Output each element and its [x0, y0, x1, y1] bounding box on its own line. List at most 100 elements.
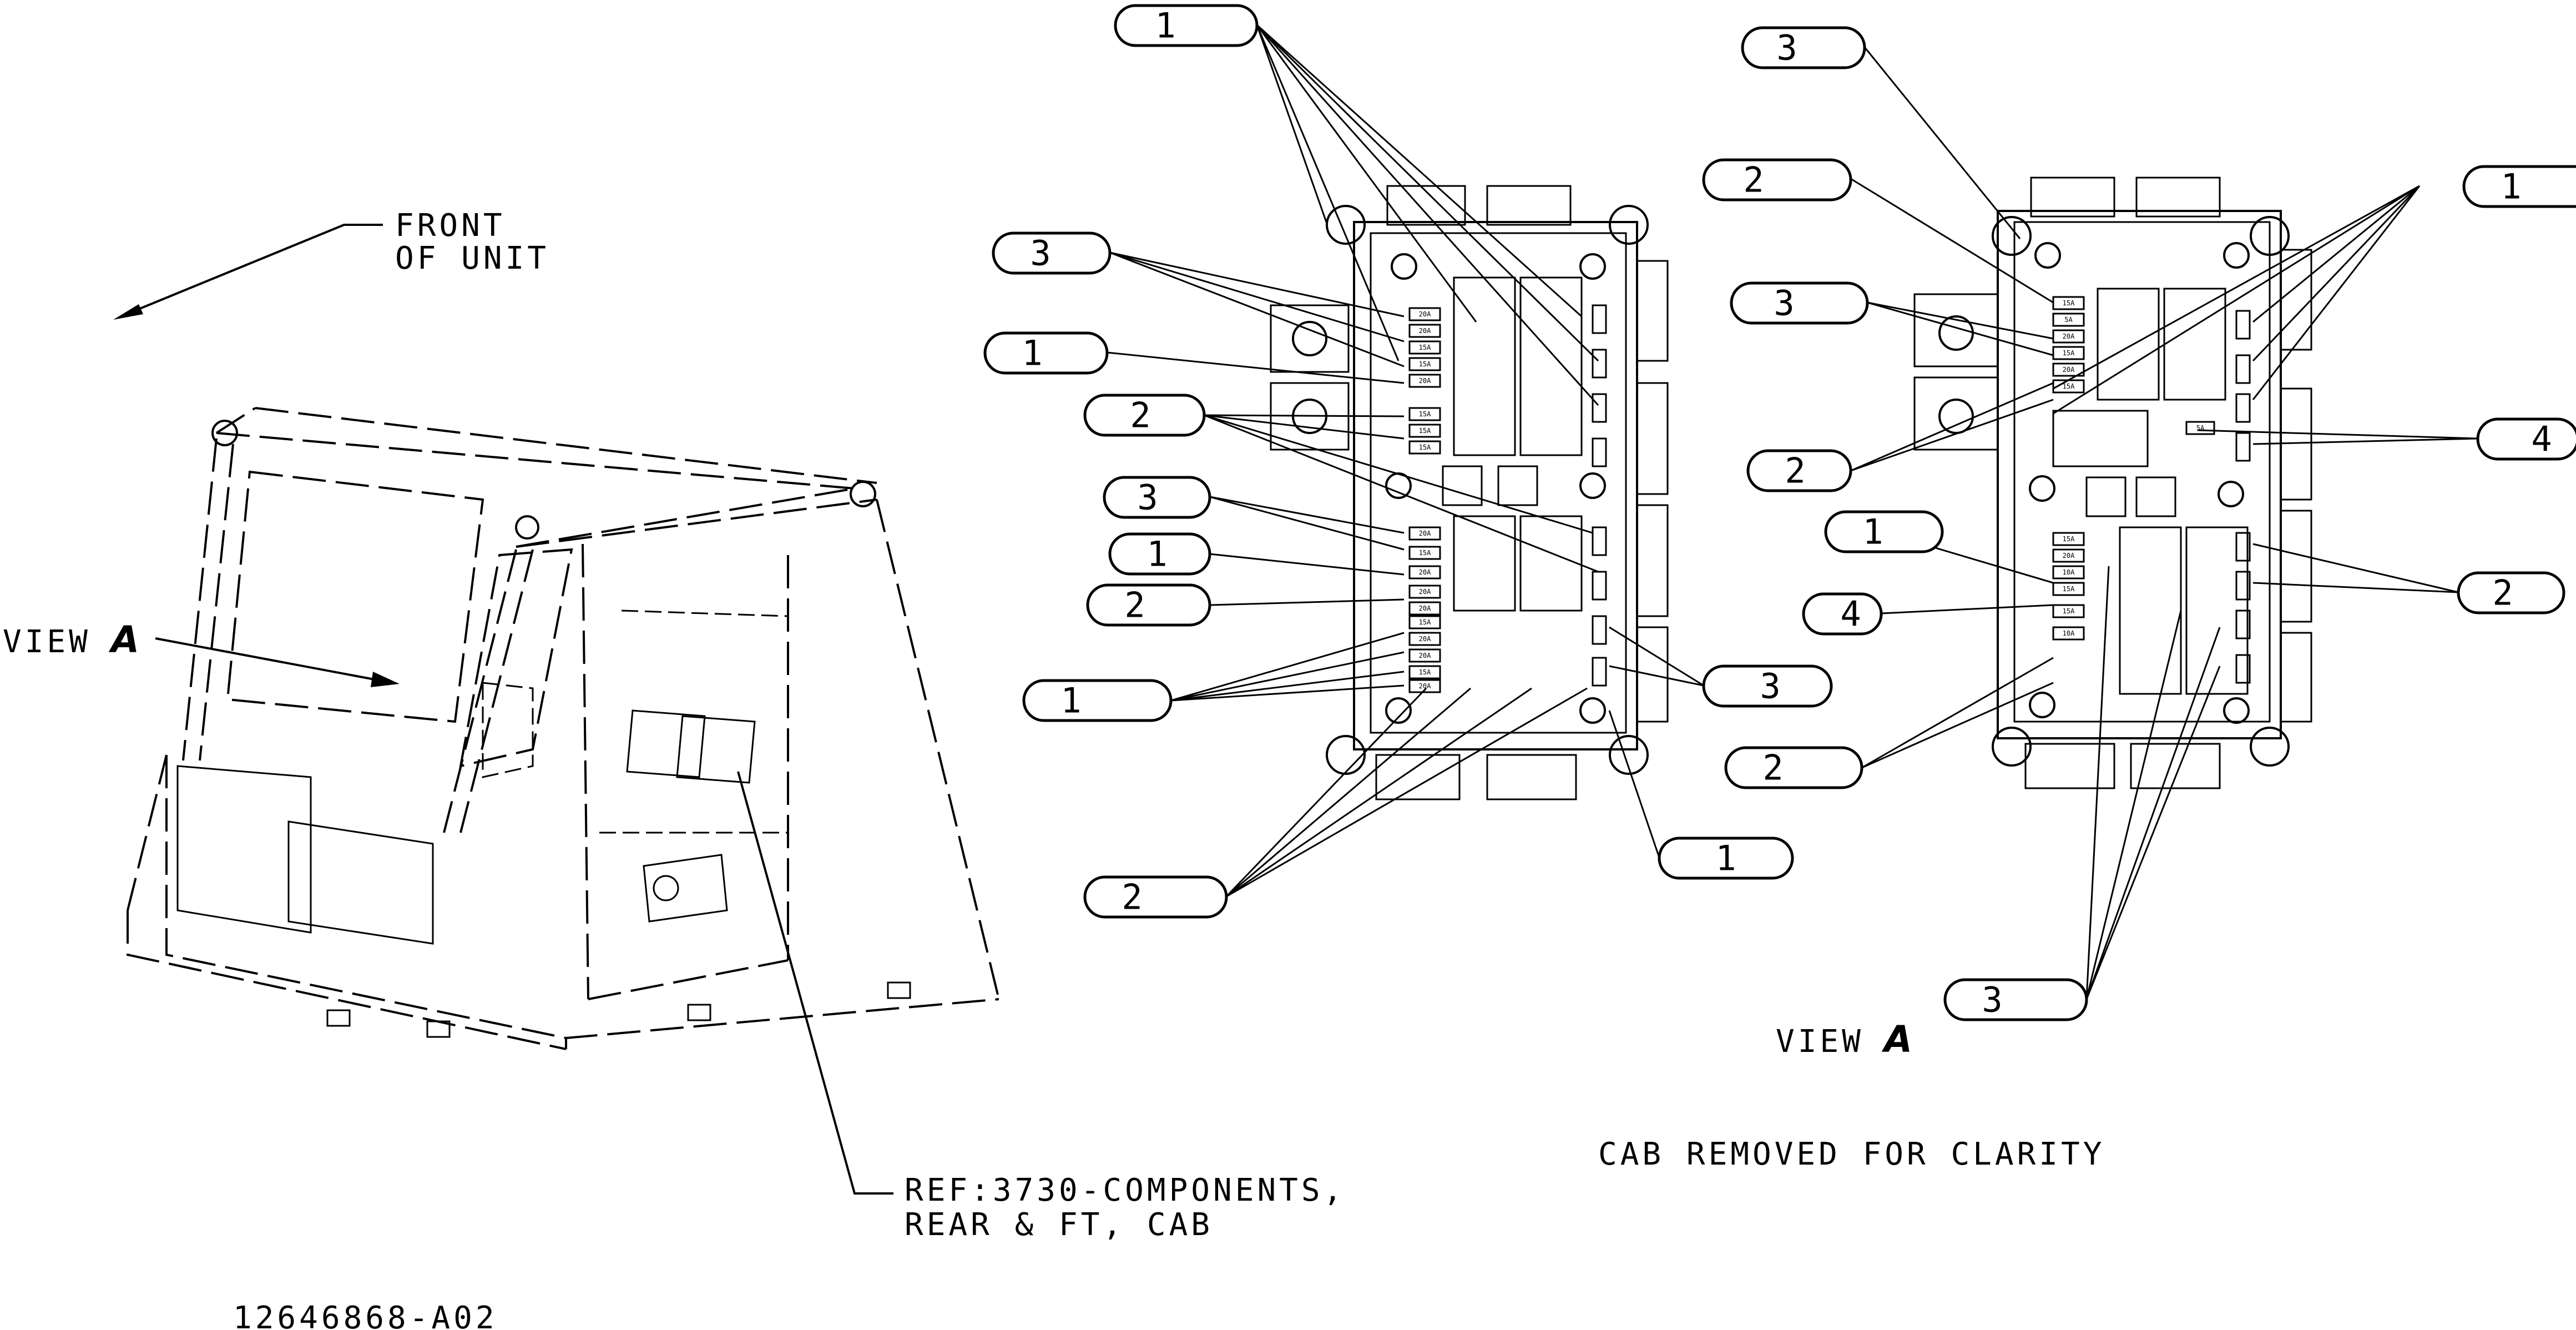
cab-isometric-drawing	[127, 407, 1000, 1050]
callout-balloon	[1802, 592, 1883, 636]
mount-lug-top-right	[1609, 205, 1649, 245]
circuit-breaker-3	[1913, 293, 1999, 367]
seat-back	[482, 682, 534, 778]
callout-balloon	[1730, 281, 1869, 325]
view-a-indicator-left: VIEW A	[3, 618, 400, 687]
fuse	[1408, 585, 1441, 599]
right-lift-eye	[850, 481, 876, 507]
callout-number: 3	[1982, 980, 2002, 1020]
top-connector-2	[1486, 185, 1572, 226]
callout-number: 3	[1776, 28, 1797, 68]
callout-number: 2	[1122, 877, 1142, 918]
hvac-components	[287, 820, 434, 945]
cab-floor-outline	[165, 755, 999, 1040]
fuse-rating: 15A	[2063, 299, 2075, 307]
callout-number: 1	[1155, 6, 1175, 46]
fuse	[2052, 329, 2085, 344]
callout-balloon	[1083, 875, 1228, 919]
fuse	[2052, 548, 2085, 563]
fuse-rating: 10A	[2063, 568, 2075, 576]
side-fuse	[2235, 532, 2251, 562]
fuse-rating: 5A	[2064, 316, 2073, 324]
callout-number: 4	[1840, 594, 1861, 634]
side-fuse	[2235, 310, 2251, 340]
left-panel-body	[1353, 221, 1638, 750]
fuse	[2052, 582, 2085, 596]
callout-balloon	[1943, 978, 2088, 1021]
fuse	[2052, 313, 2085, 327]
view-a-leader	[155, 637, 378, 681]
joystick-mount	[643, 854, 728, 923]
front-of-unit-label-line2: OF UNIT	[395, 240, 549, 276]
right-panel-callouts: 3 2 1 3 4 2 1 4 2 2 3	[1702, 26, 2576, 1021]
fuse-rating: 20A	[1419, 568, 1431, 576]
fuse	[1408, 546, 1441, 560]
fuse	[1408, 407, 1441, 421]
side-fuse	[1592, 393, 1607, 423]
circuit-breaker-1	[1270, 304, 1350, 373]
fuse-rating: 15A	[1419, 410, 1431, 418]
side-fuse	[2235, 654, 2251, 684]
callout-number: 2	[1743, 160, 1764, 200]
callout-balloon	[992, 231, 1112, 275]
fuse	[2185, 421, 2215, 435]
fuse-rating: 15A	[1419, 427, 1431, 435]
right-panel-body	[1997, 210, 2282, 739]
windshield-opening	[226, 470, 484, 723]
callout-balloon	[1824, 510, 1944, 553]
callout-number: 1	[1715, 838, 1736, 879]
side-fuse	[1592, 657, 1607, 687]
fuse-rating: 15A	[1419, 618, 1431, 626]
fuse	[1408, 424, 1441, 438]
callout-balloon	[1083, 394, 1206, 437]
fuse-rating: 20A	[1419, 310, 1431, 318]
side-window-opening	[459, 548, 573, 768]
fuse-rating: 20A	[1419, 530, 1431, 537]
fuse	[1408, 665, 1441, 679]
front-of-unit-indicator: FRONT OF UNIT	[113, 208, 549, 320]
callout-balloon	[2476, 417, 2576, 461]
fuse	[2052, 346, 2085, 360]
fuse-rating: 20A	[2063, 366, 2075, 374]
fuse	[1408, 565, 1441, 580]
bottom-connector-1	[1375, 754, 1461, 800]
front-direction-arrowhead	[113, 304, 143, 320]
side-fuse	[1592, 437, 1607, 467]
cab-removed-note: CAB REMOVED FOR CLARITY	[1598, 1136, 2105, 1172]
fuse-rating: 20A	[1419, 327, 1431, 335]
fuse	[1408, 615, 1441, 629]
side-fuse	[2235, 571, 2251, 601]
fuse	[2052, 532, 2085, 546]
callout-number: 2	[1762, 748, 1783, 788]
left-console-box	[176, 765, 312, 934]
mount-lug-bottom-right	[1609, 735, 1649, 775]
ref-label-line2: REAR & FT, CAB	[905, 1207, 1213, 1243]
fuse-rating: 15A	[1419, 344, 1431, 351]
view-a-left-word: VIEW	[3, 624, 91, 660]
side-fuse	[2235, 432, 2251, 462]
callout-balloon	[2462, 165, 2576, 208]
fuse-rating: 20A	[1419, 604, 1431, 612]
callout-number: 1	[1022, 333, 1042, 374]
callout-balloon	[1108, 532, 1211, 576]
fuse	[1408, 648, 1441, 663]
callout-number: 3	[1137, 477, 1158, 518]
callout-balloon	[1022, 679, 1173, 722]
side-fuse	[1592, 615, 1607, 645]
callout-number: 1	[1862, 512, 1883, 552]
callout-number: 2	[1785, 451, 1805, 491]
fuse-relay-block-right	[676, 715, 756, 784]
joystick-knob	[653, 875, 679, 901]
callout-balloon	[1658, 837, 1794, 880]
fuse	[1408, 324, 1441, 338]
callout-balloon	[1114, 4, 1259, 47]
callout-balloon	[983, 331, 1109, 375]
left-lift-eye	[211, 420, 238, 446]
fuse	[1408, 632, 1441, 646]
circuit-breaker-4	[1913, 376, 1999, 451]
front-direction-leader	[127, 224, 383, 315]
callout-balloon	[2457, 571, 2565, 614]
view-a-right-word: VIEW	[1776, 1024, 1864, 1060]
callout-balloon	[1086, 583, 1211, 627]
